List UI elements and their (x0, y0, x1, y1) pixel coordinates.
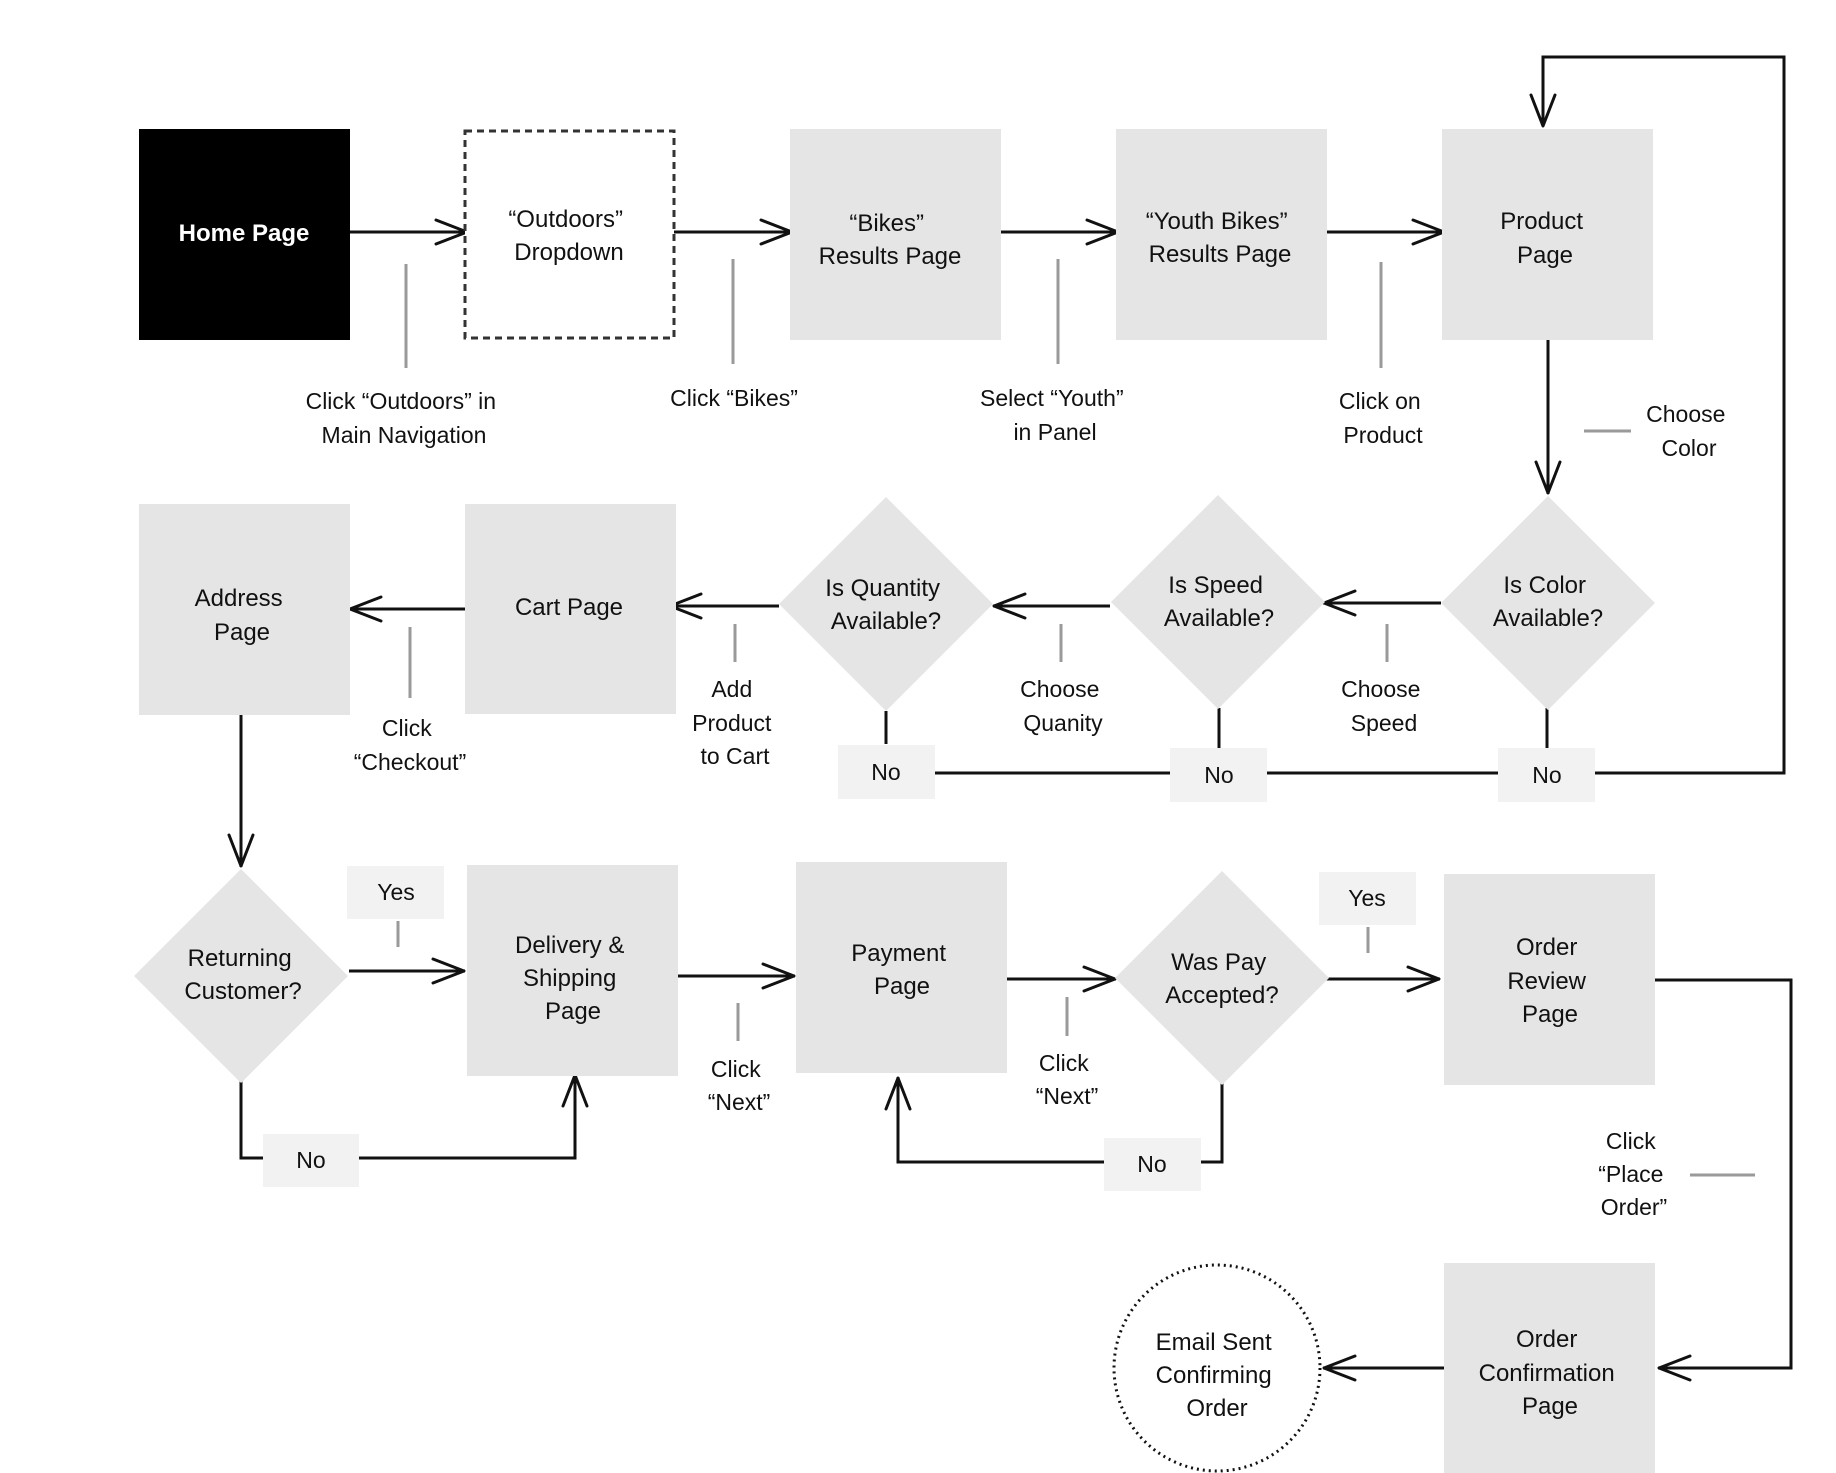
action-click-bikes: Click “Bikes” (670, 385, 798, 411)
yes-tag-pay (1319, 872, 1416, 925)
is-color-available-label: Is Color Available? (1493, 572, 1603, 632)
branch-tags: No No No Yes No Yes No (263, 745, 1595, 1191)
action-click-product: Click on Product (1339, 388, 1427, 448)
yes-tag-returning-label: Yes (377, 879, 415, 905)
outdoors-dropdown-label: “Outdoors” Dropdown (508, 206, 629, 266)
order-review-page-label: Order Review Page (1507, 934, 1592, 1028)
home-page-node (139, 129, 350, 340)
youth-bikes-results-label: “Youth Bikes” Results Page (1146, 208, 1295, 268)
no-tag-color-label: No (1532, 762, 1561, 788)
action-labels: Click “Outdoors” in Main Navigation Clic… (306, 385, 1732, 1220)
arrowhead (1406, 965, 1441, 993)
edge-returning-no-to-delivery (239, 1074, 577, 1160)
home-page-label: Home Page (179, 220, 310, 247)
cart-page-label: Cart Page (515, 594, 623, 621)
is-quantity-available-label: Is Quantity Available? (825, 575, 946, 635)
product-page-node (1442, 129, 1653, 340)
arrowhead (1322, 1354, 1357, 1382)
action-select-youth: Select “Youth” in Panel (980, 385, 1130, 445)
action-click-checkout: Click “Checkout” (354, 715, 466, 775)
bikes-results-node (790, 129, 1001, 340)
arrowhead (884, 1076, 912, 1111)
nodes: Home Page “Outdoors” Dropdown “Bikes” Re… (134, 129, 1655, 1473)
cart-page-node (465, 504, 676, 714)
action-choose-speed: Choose Speed (1341, 676, 1427, 736)
payment-page-label: Payment Page (851, 940, 952, 1000)
edge-was-pay-no-to-payment (896, 1077, 1224, 1164)
outdoors-dropdown-node (463, 129, 676, 340)
delivery-shipping-page-node (467, 865, 678, 1076)
no-tag-quantity-label: No (871, 759, 900, 785)
action-choose-color: Choose Color (1646, 401, 1732, 461)
action-place-order: Click “Place Order” (1598, 1128, 1670, 1220)
email-sent-label: Email Sent Confirming Order (1156, 1329, 1279, 1422)
no-tag-returning (263, 1134, 359, 1187)
arrowhead (431, 957, 466, 985)
order-confirmation-page-label: Order Confirmation Page (1479, 1326, 1622, 1420)
arrowhead (992, 592, 1027, 620)
youth-bikes-results-node (1116, 129, 1327, 340)
is-speed-available-label: Is Speed Available? (1164, 572, 1274, 632)
action-choose-quantity: Choose Quanity (1020, 676, 1106, 736)
returning-customer-label: Returning Customer? (184, 945, 301, 1005)
email-sent-node (1112, 1263, 1322, 1473)
yes-tag-pay-label: Yes (1348, 885, 1386, 911)
edge-review-to-confirmation (1654, 978, 1793, 1370)
arrowhead (761, 962, 796, 990)
delivery-shipping-page-label: Delivery & Shipping Page (515, 932, 631, 1025)
yes-tag-returning (347, 866, 444, 919)
address-page-node (139, 504, 350, 715)
product-page-label: Product Page (1500, 208, 1589, 269)
action-click-next-payment: Click “Next” (1036, 1050, 1099, 1109)
no-tag-quantity (838, 745, 935, 799)
returning-customer-decision (134, 869, 348, 1083)
no-tag-pay (1104, 1138, 1201, 1191)
arrowhead (1082, 965, 1117, 993)
no-tag-pay-label: No (1137, 1151, 1166, 1177)
was-pay-accepted-label: Was Pay Accepted? (1165, 949, 1278, 1009)
bikes-results-label: “Bikes” Results Page (819, 210, 962, 270)
was-pay-accepted-decision (1115, 871, 1329, 1085)
is-quantity-available-decision (779, 497, 993, 711)
arrowhead (227, 833, 255, 868)
is-speed-available-decision (1111, 495, 1325, 709)
no-tag-speed (1170, 748, 1267, 802)
action-add-to-cart: Add Product to Cart (692, 676, 778, 769)
order-review-page-node (1444, 874, 1655, 1085)
action-click-outdoors: Click “Outdoors” in Main Navigation (306, 388, 503, 448)
no-tag-color (1498, 748, 1595, 802)
arrowhead (1534, 460, 1562, 495)
label-ticks (396, 259, 1755, 1177)
address-page-label: Address Page (195, 585, 290, 646)
payment-page-node (796, 862, 1007, 1073)
no-tag-speed-label: No (1204, 762, 1233, 788)
arrowhead (1657, 1354, 1692, 1382)
action-click-next-delivery: Click “Next” (708, 1056, 771, 1115)
no-tag-returning-label: No (296, 1147, 325, 1173)
is-color-available-decision (1441, 496, 1655, 710)
arrowhead (1529, 93, 1557, 128)
order-confirmation-page-node (1444, 1263, 1655, 1473)
